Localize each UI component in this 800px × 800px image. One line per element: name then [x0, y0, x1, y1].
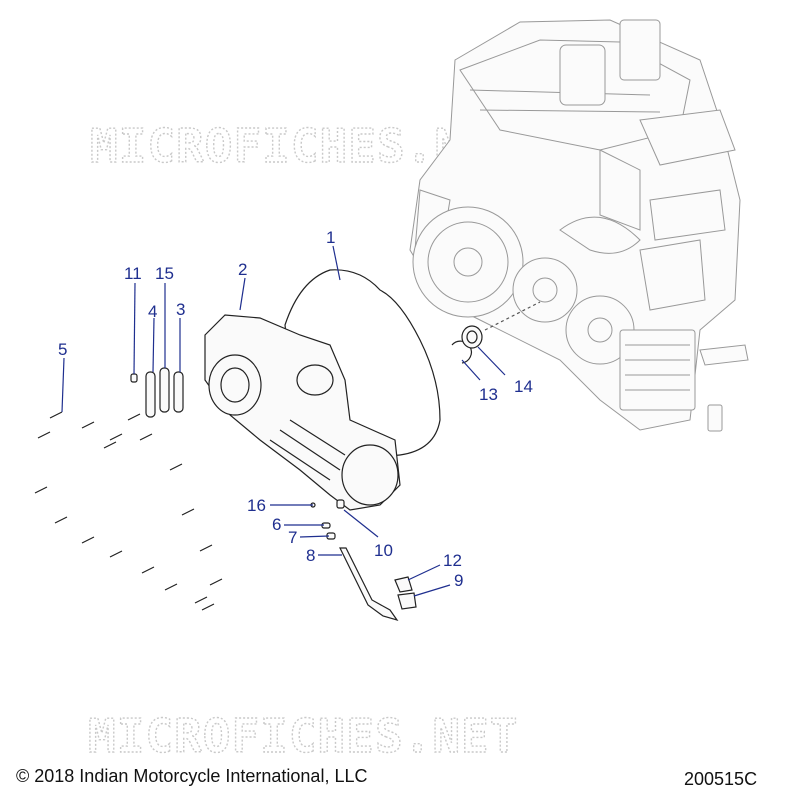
callout-1: 1 [326, 228, 335, 247]
gasket-part-4 [145, 371, 156, 418]
engine-assembly-illustration [409, 19, 749, 432]
callout-labels: 1 2 3 4 5 6 7 8 9 10 11 12 13 14 15 16 [58, 228, 533, 590]
alignment-dash [484, 301, 541, 331]
watermark-bottom: MICROFICHES.NET [88, 709, 518, 763]
callout-9: 9 [454, 571, 463, 590]
linkage-9 [397, 592, 417, 610]
seal-part-15 [159, 367, 170, 413]
linkage-12 [394, 576, 413, 593]
cover-bolts [34, 411, 223, 611]
copyright-notice: © 2018 Indian Motorcycle International, … [16, 766, 368, 786]
callout-15: 15 [155, 264, 174, 283]
callout-14: 14 [514, 377, 533, 396]
callout-6: 6 [272, 515, 281, 534]
callout-3: 3 [176, 300, 185, 319]
diagram-code: 200515C [684, 769, 758, 789]
seal-part-3 [173, 371, 184, 413]
callout-16: 16 [247, 496, 266, 515]
callout-5: 5 [58, 340, 67, 359]
shift-rod-8 [339, 547, 399, 622]
callout-2: 2 [238, 260, 247, 279]
part-10 [336, 499, 345, 509]
callout-7: 7 [288, 528, 297, 547]
callout-11: 11 [124, 264, 142, 283]
dowel-pin-11 [130, 373, 138, 383]
callout-13: 13 [479, 385, 498, 404]
oil-seal-14-inner [466, 330, 478, 344]
callout-4: 4 [148, 302, 157, 321]
callout-8: 8 [306, 546, 315, 565]
leader-lines [61, 245, 506, 597]
callout-10: 10 [374, 541, 393, 560]
callout-12: 12 [443, 551, 462, 570]
primary-cover [204, 314, 401, 511]
